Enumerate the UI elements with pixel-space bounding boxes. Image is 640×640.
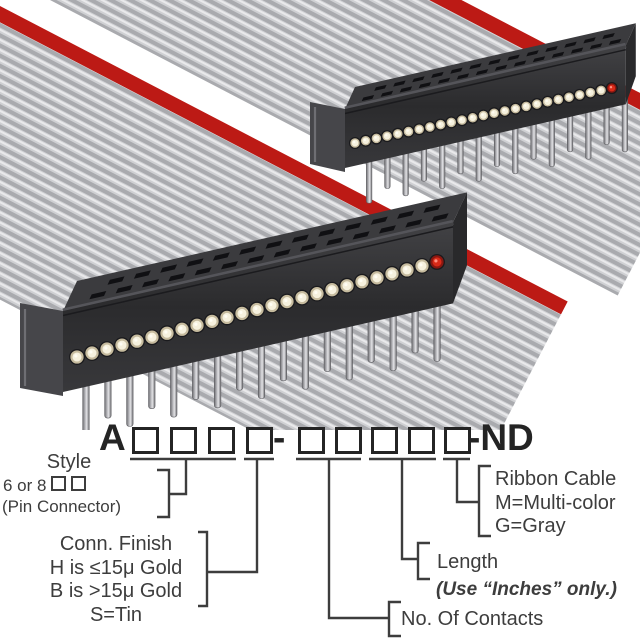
callout-line-style xyxy=(157,459,188,519)
pn-box xyxy=(371,427,398,454)
callout-line-length xyxy=(400,459,430,581)
style-option-prefix: 6 or 8 xyxy=(3,475,47,495)
product-photo xyxy=(0,0,640,430)
conn-finish-line: S=Tin xyxy=(89,603,143,626)
style-title: Style xyxy=(46,451,92,473)
callout-line-ribbon xyxy=(455,459,491,538)
pn-box xyxy=(408,427,435,454)
callout-lines xyxy=(130,457,491,638)
conn-finish-line: H is ≤15μ Gold xyxy=(49,556,183,579)
part-number-prefix: A xyxy=(99,417,126,458)
style-option-row: 6 or 8 xyxy=(3,475,87,496)
ribbon-cable-line: Ribbon Cable xyxy=(495,468,617,490)
pn-box xyxy=(335,427,362,454)
conn-finish-line: Conn. Finish xyxy=(59,533,173,555)
ribbon-cable-block: Ribbon Cable M=Multi-color G=Gray xyxy=(495,468,616,539)
contacts-title: No. Of Contacts xyxy=(401,608,544,630)
pn-box xyxy=(132,427,159,454)
part-number-separator: - xyxy=(273,417,286,458)
part-number-suffix: -ND xyxy=(468,417,534,458)
pn-box xyxy=(444,427,471,454)
callout-line-conn-finish xyxy=(198,459,259,608)
pn-box xyxy=(298,427,325,454)
style-option-box xyxy=(71,476,87,491)
style-subtitle: (Pin Connector) xyxy=(2,497,122,516)
pn-box xyxy=(208,427,235,454)
callout-line-contacts xyxy=(327,459,401,638)
ribbon-cable-line: M=Multi-color xyxy=(495,491,616,514)
pn-box xyxy=(246,427,273,454)
conn-finish-line: B is >15μ Gold xyxy=(49,580,183,602)
style-option-boxes xyxy=(46,475,87,496)
length-title: Length xyxy=(437,551,499,573)
conn-finish-block: Conn. Finish H is ≤15μ Gold B is >15μ Go… xyxy=(50,533,183,627)
pn-box xyxy=(170,427,197,454)
length-note: (Use “Inches” only.) xyxy=(436,579,617,600)
style-option-box xyxy=(51,476,67,491)
ribbon-cable-line: G=Gray xyxy=(495,515,566,537)
